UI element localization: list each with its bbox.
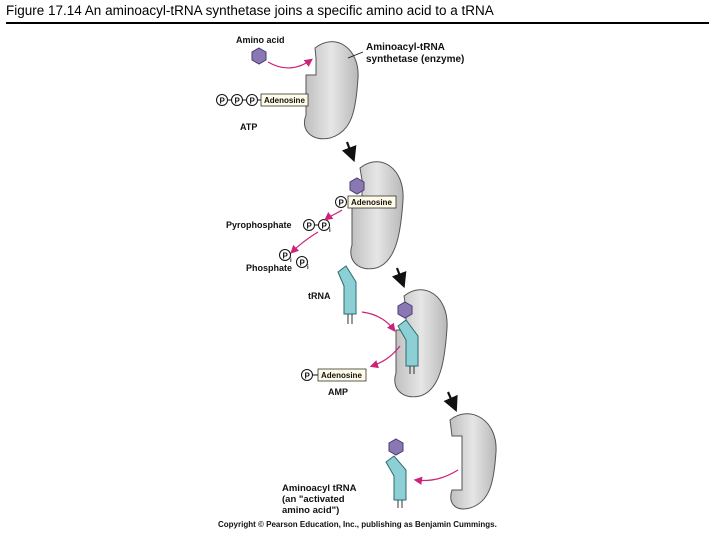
amino-acid-arrow [267, 58, 313, 69]
phosphate-circle [216, 94, 228, 106]
subscript-i: i [290, 258, 292, 264]
enzyme-label-line2: synthetase (enzyme) [366, 54, 464, 65]
phosphate-circle [246, 94, 258, 106]
adenosine-box [260, 93, 309, 107]
stage-2: P Adenosine Pyrophosphate P P i P i P i … [226, 161, 404, 273]
step-arrow [341, 141, 357, 163]
phosphate-letter: P [250, 97, 256, 106]
product-label-line1: Aminoacyl tRNA [282, 483, 357, 494]
amp-label: AMP [328, 387, 348, 397]
enzyme-shape [449, 413, 497, 510]
hydrolysis-arrow [290, 231, 319, 254]
phosphate-letter: P [322, 222, 328, 231]
adenosine-label: Adenosine [351, 198, 392, 207]
atp-label: ATP [240, 122, 257, 132]
trna-shape [385, 455, 407, 501]
phosphate-letter: P [305, 372, 311, 381]
phosphate-letter: P [220, 97, 226, 106]
phosphate-circle [335, 196, 347, 208]
trna-label: tRNA [308, 291, 331, 301]
amino-acid-label: Amino acid [236, 35, 285, 45]
phosphate-circle [279, 249, 291, 261]
amp-release-arrow [369, 345, 401, 369]
adenosine-box [317, 368, 367, 382]
amino-acid-shape [349, 177, 365, 195]
title-divider [6, 22, 709, 24]
phosphate-letter: P [339, 199, 345, 208]
product-label-line3: amino acid") [282, 505, 339, 516]
product-label-line2: (an "activated [282, 494, 345, 505]
phosphate-circle [231, 94, 243, 106]
trna-free: tRNA [308, 265, 396, 332]
stage-4: Aminoacyl tRNA (an "activated amino acid… [282, 413, 497, 516]
stage-1: Amino acid Aminoacyl-tRNA synthetase (en… [216, 35, 464, 140]
adenosine-label: Adenosine [321, 371, 362, 380]
phosphate-circle [303, 219, 315, 231]
phosphate-letter: P [307, 222, 313, 231]
phosphate-letter: P [300, 259, 306, 268]
enzyme-label-line1: Aminoacyl-tRNA [366, 42, 445, 53]
amino-acid-shape [388, 438, 404, 456]
phosphate-circle [296, 256, 308, 268]
phosphate-label: Phosphate [246, 263, 292, 273]
trna-binding-arrow [361, 311, 396, 332]
adenosine-box [347, 195, 397, 209]
enzyme-shape [304, 41, 359, 140]
phosphate-letter: P [235, 97, 241, 106]
pyrophosphate-arrow [324, 209, 343, 221]
stage-3: P Adenosine AMP [301, 289, 448, 398]
amino-acid-shape [251, 47, 267, 65]
trna-shape [397, 319, 419, 367]
enzyme-shape [350, 161, 404, 270]
phosphate-letter: P [283, 252, 289, 261]
adenosine-label: Adenosine [264, 96, 305, 105]
step-arrow [391, 267, 407, 289]
phosphate-circle [318, 219, 330, 231]
copyright-notice: Copyright © Pearson Education, Inc., pub… [218, 520, 497, 529]
pyrophosphate-label: Pyrophosphate [226, 220, 292, 230]
step-arrow [443, 391, 458, 413]
subscript-i: i [329, 228, 331, 234]
trna-shape [337, 265, 357, 315]
product-release-arrow [413, 469, 459, 485]
amino-acid-shape [397, 301, 413, 319]
enzyme-label-pointer [347, 51, 364, 59]
subscript-i: i [307, 265, 309, 271]
phosphate-circle [301, 369, 313, 381]
figure-title: Figure 17.14 An aminoacyl-tRNA synthetas… [6, 3, 494, 18]
